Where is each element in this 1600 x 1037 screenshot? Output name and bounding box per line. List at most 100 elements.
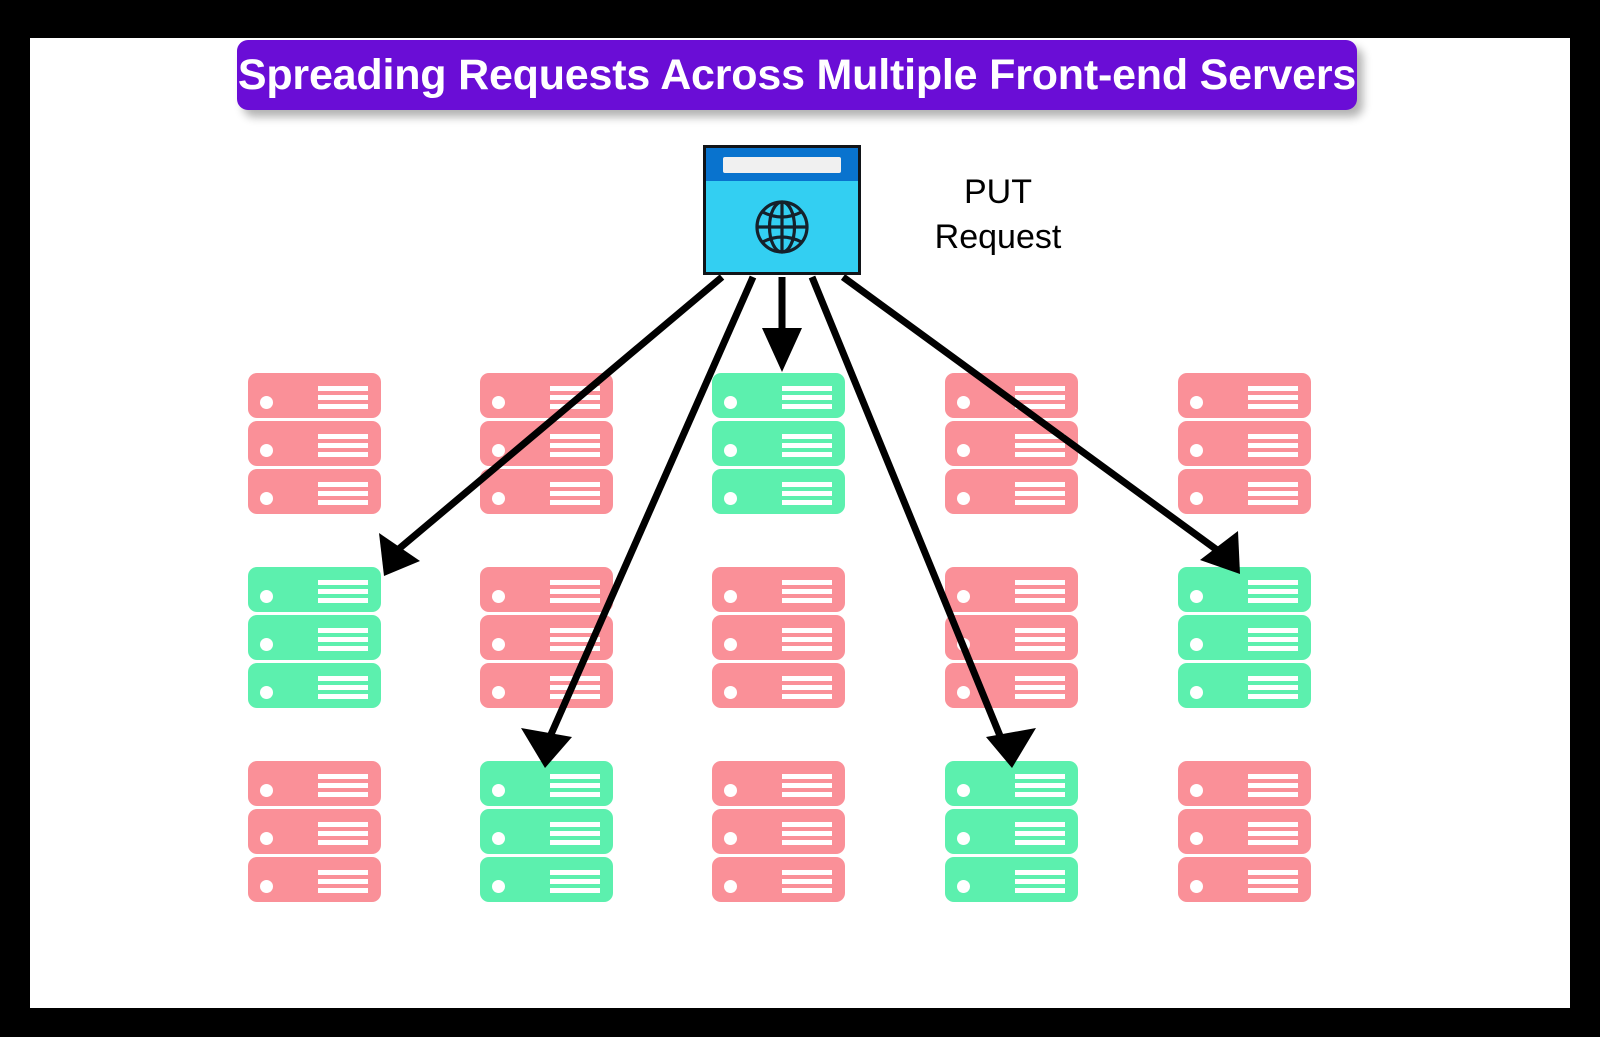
server-unit[interactable] (712, 663, 845, 708)
server-vents-icon (782, 628, 832, 651)
put-request-line1: PUT (964, 173, 1032, 211)
server-unit[interactable] (248, 567, 381, 612)
server-unit[interactable] (1178, 809, 1311, 854)
server-rack-r1-c4[interactable] (945, 373, 1078, 517)
server-rack-r2-c3[interactable] (712, 567, 845, 711)
server-unit[interactable] (945, 857, 1078, 902)
server-status-led-icon (957, 832, 970, 845)
server-rack-r1-c5[interactable] (1178, 373, 1311, 517)
server-unit[interactable] (1178, 567, 1311, 612)
server-unit[interactable] (480, 857, 613, 902)
server-unit[interactable] (1178, 469, 1311, 514)
server-unit[interactable] (712, 373, 845, 418)
server-unit[interactable] (480, 421, 613, 466)
server-unit[interactable] (248, 421, 381, 466)
server-unit[interactable] (945, 663, 1078, 708)
server-unit[interactable] (480, 761, 613, 806)
server-rack-r3-c2[interactable] (480, 761, 613, 905)
server-status-led-icon (957, 590, 970, 603)
globe-icon (755, 199, 809, 254)
server-vents-icon (782, 870, 832, 893)
server-unit[interactable] (945, 761, 1078, 806)
server-unit[interactable] (480, 809, 613, 854)
server-rack-r3-c1[interactable] (248, 761, 381, 905)
server-unit[interactable] (248, 469, 381, 514)
browser-viewport (706, 181, 858, 272)
server-status-led-icon (260, 492, 273, 505)
server-unit[interactable] (712, 421, 845, 466)
server-unit[interactable] (248, 809, 381, 854)
server-unit[interactable] (480, 567, 613, 612)
server-unit[interactable] (480, 615, 613, 660)
server-status-led-icon (724, 686, 737, 699)
browser-address-bar (723, 156, 841, 173)
server-unit[interactable] (248, 373, 381, 418)
server-unit[interactable] (248, 663, 381, 708)
server-rack-r1-c2[interactable] (480, 373, 613, 517)
server-unit[interactable] (248, 761, 381, 806)
server-status-led-icon (957, 638, 970, 651)
server-unit[interactable] (1178, 857, 1311, 902)
server-vents-icon (1015, 482, 1065, 505)
server-unit[interactable] (712, 615, 845, 660)
server-status-led-icon (724, 590, 737, 603)
server-unit[interactable] (945, 567, 1078, 612)
put-request-label: PUT Request (888, 170, 1108, 260)
server-rack-r2-c4[interactable] (945, 567, 1078, 711)
server-status-led-icon (724, 396, 737, 409)
server-rack-r2-c5[interactable] (1178, 567, 1311, 711)
server-status-led-icon (1190, 784, 1203, 797)
server-status-led-icon (492, 686, 505, 699)
server-vents-icon (1248, 434, 1298, 457)
server-status-led-icon (724, 492, 737, 505)
server-unit[interactable] (712, 857, 845, 902)
server-unit[interactable] (712, 567, 845, 612)
server-vents-icon (1248, 580, 1298, 603)
server-unit[interactable] (712, 761, 845, 806)
server-status-led-icon (957, 784, 970, 797)
server-unit[interactable] (945, 615, 1078, 660)
server-vents-icon (318, 580, 368, 603)
client-browser-node (703, 145, 861, 275)
server-rack-r3-c3[interactable] (712, 761, 845, 905)
server-unit[interactable] (945, 809, 1078, 854)
server-rack-r3-c4[interactable] (945, 761, 1078, 905)
server-unit[interactable] (480, 373, 613, 418)
server-unit[interactable] (1178, 761, 1311, 806)
server-rack-r1-c1[interactable] (248, 373, 381, 517)
server-vents-icon (550, 386, 600, 409)
server-vents-icon (1015, 870, 1065, 893)
server-status-led-icon (492, 832, 505, 845)
server-unit[interactable] (712, 809, 845, 854)
server-unit[interactable] (248, 615, 381, 660)
server-unit[interactable] (945, 373, 1078, 418)
title-banner: Spreading Requests Across Multiple Front… (237, 40, 1357, 110)
server-vents-icon (318, 676, 368, 699)
server-vents-icon (550, 822, 600, 845)
server-unit[interactable] (480, 469, 613, 514)
server-unit[interactable] (1178, 615, 1311, 660)
server-vents-icon (1248, 628, 1298, 651)
server-unit[interactable] (1178, 663, 1311, 708)
server-rack-r2-c1[interactable] (248, 567, 381, 711)
server-rack-r2-c2[interactable] (480, 567, 613, 711)
server-status-led-icon (1190, 492, 1203, 505)
server-status-led-icon (260, 784, 273, 797)
server-unit[interactable] (945, 421, 1078, 466)
server-status-led-icon (492, 444, 505, 457)
server-unit[interactable] (712, 469, 845, 514)
server-unit[interactable] (1178, 421, 1311, 466)
server-status-led-icon (492, 880, 505, 893)
server-unit[interactable] (945, 469, 1078, 514)
server-unit[interactable] (1178, 373, 1311, 418)
server-status-led-icon (724, 784, 737, 797)
server-vents-icon (782, 386, 832, 409)
server-vents-icon (550, 870, 600, 893)
server-unit[interactable] (480, 663, 613, 708)
server-status-led-icon (1190, 832, 1203, 845)
server-vents-icon (550, 774, 600, 797)
server-unit[interactable] (248, 857, 381, 902)
server-status-led-icon (260, 832, 273, 845)
server-rack-r1-c3[interactable] (712, 373, 845, 517)
server-rack-r3-c5[interactable] (1178, 761, 1311, 905)
